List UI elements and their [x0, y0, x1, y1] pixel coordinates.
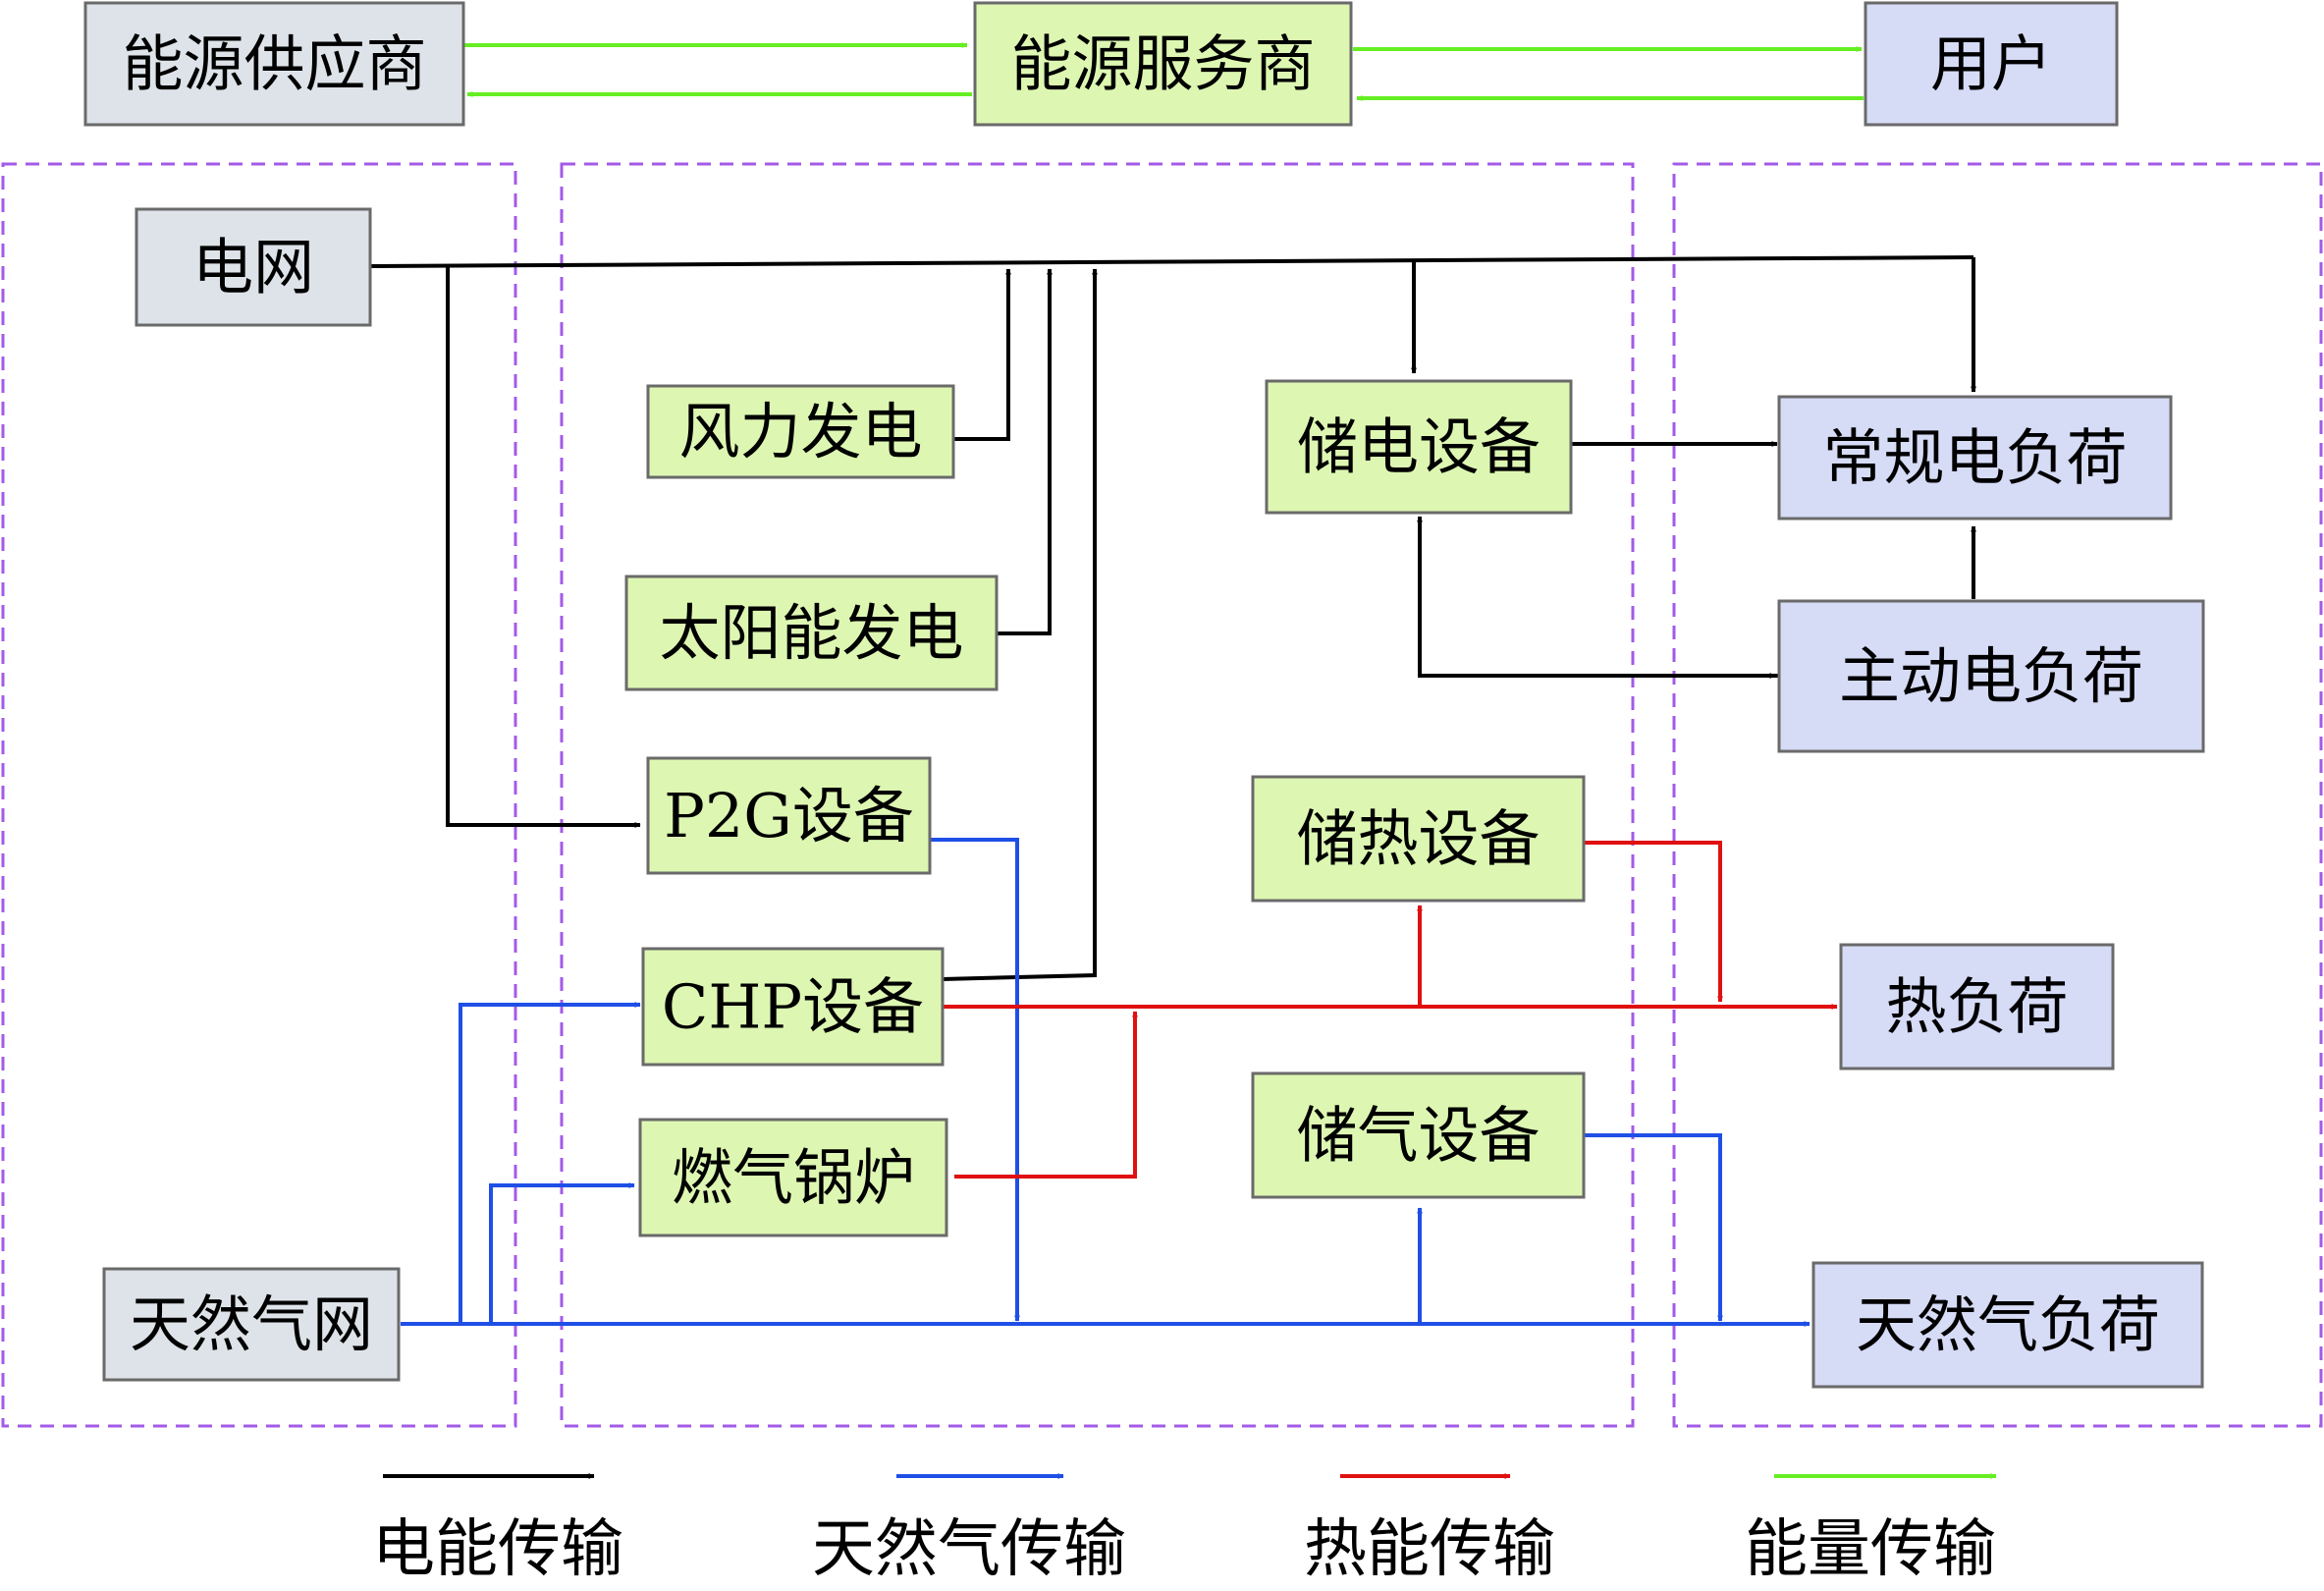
- node-power-grid-label: 电网: [192, 232, 314, 303]
- node-electric-storage: 储电设备: [1265, 379, 1573, 515]
- node-gas-load-label: 天然气负荷: [1856, 1289, 2160, 1361]
- electric-bus-main: [370, 255, 1974, 268]
- node-gas-storage-label: 储气设备: [1296, 1100, 1540, 1172]
- electric-flow-solar-to-bus: [997, 268, 1053, 635]
- electric-flow-chp-to-bus: [942, 268, 1098, 981]
- legend-item-gas: 天然气传输: [812, 1473, 1126, 1586]
- node-gas-grid: 天然气网: [102, 1267, 401, 1382]
- node-wind-power: 风力发电: [646, 384, 955, 479]
- node-solar-power: 太阳能发电: [624, 575, 999, 691]
- node-electric-storage-label: 储电设备: [1297, 411, 1540, 483]
- node-gas-grid-label: 天然气网: [130, 1289, 373, 1360]
- node-user-label: 用户: [1930, 28, 2052, 100]
- node-gas-boiler: 燃气锅炉: [638, 1118, 948, 1237]
- node-heat-storage: 储热设备: [1251, 775, 1586, 903]
- electric-flow-active-to-storage: [1417, 516, 1782, 678]
- gas-flow-storage-to-load: [1584, 1133, 1723, 1322]
- region-supply: [1, 162, 517, 1428]
- node-p2g-device: P2G设备: [646, 756, 932, 875]
- legend-item-energy: 能量传输: [1745, 1473, 1997, 1586]
- electric-flow-grid-to-p2g: [446, 266, 641, 828]
- node-energy-service-provider: 能源服务商: [973, 1, 1353, 127]
- gas-flow-p2g-to-bus: [930, 838, 1020, 1322]
- node-regular-electric-load-label: 常规电负荷: [1822, 422, 2127, 494]
- node-energy-service-provider-label: 能源服务商: [1010, 28, 1315, 100]
- legend-item-electric: 电能传输: [372, 1473, 623, 1586]
- node-active-electric-load-label: 主动电负荷: [1839, 640, 2143, 712]
- legend-label-electric: 电能传输: [372, 1513, 623, 1586]
- node-energy-supplier: 能源供应商: [83, 1, 465, 127]
- region-service: [560, 162, 1635, 1428]
- node-energy-supplier-label: 能源供应商: [122, 28, 426, 100]
- gas-flow-grid-to-chp: [459, 1002, 641, 1324]
- node-heat-load: 热负荷: [1839, 943, 2115, 1070]
- heat-flow-storage-to-load: [1584, 841, 1723, 1003]
- legend-item-heat: 热能传输: [1304, 1473, 1555, 1586]
- node-solar-power-label: 太阳能发电: [659, 597, 963, 669]
- legend-label-gas: 天然气传输: [812, 1513, 1126, 1586]
- node-power-grid: 电网: [135, 207, 372, 327]
- legend-label-heat: 热能传输: [1304, 1513, 1555, 1586]
- electric-flow-wind-to-bus: [953, 268, 1011, 441]
- node-gas-storage: 储气设备: [1251, 1071, 1586, 1199]
- legend: 电能传输 天然气传输 热能传输 能量传输: [372, 1473, 1997, 1586]
- node-user: 用户: [1864, 1, 2119, 127]
- node-wind-power-label: 风力发电: [678, 396, 922, 467]
- legend-label-energy: 能量传输: [1745, 1513, 1996, 1586]
- heat-flow-boiler-to-bus: [954, 1011, 1138, 1179]
- node-active-electric-load: 主动电负荷: [1777, 599, 2205, 753]
- node-heat-storage-label: 储热设备: [1296, 803, 1540, 875]
- node-regular-electric-load: 常规电负荷: [1777, 395, 2173, 521]
- connections: [370, 42, 1976, 1327]
- region-borders: [1, 162, 2323, 1428]
- region-user: [1672, 162, 2323, 1428]
- gas-flow-grid-to-boiler: [489, 1182, 635, 1324]
- node-gas-boiler-label: 燃气锅炉: [672, 1142, 915, 1214]
- node-heat-load-label: 热负荷: [1885, 971, 2068, 1043]
- nodes: 能源供应商 能源服务商 用户 电网 天然气网 风力发电 太阳能发电 P2G: [83, 1, 2205, 1389]
- node-p2g-device-label: P2G设备: [664, 780, 914, 851]
- node-chp-device-label: CHP设备: [662, 971, 924, 1043]
- node-gas-load: 天然气负荷: [1811, 1261, 2204, 1389]
- node-chp-device: CHP设备: [641, 947, 945, 1067]
